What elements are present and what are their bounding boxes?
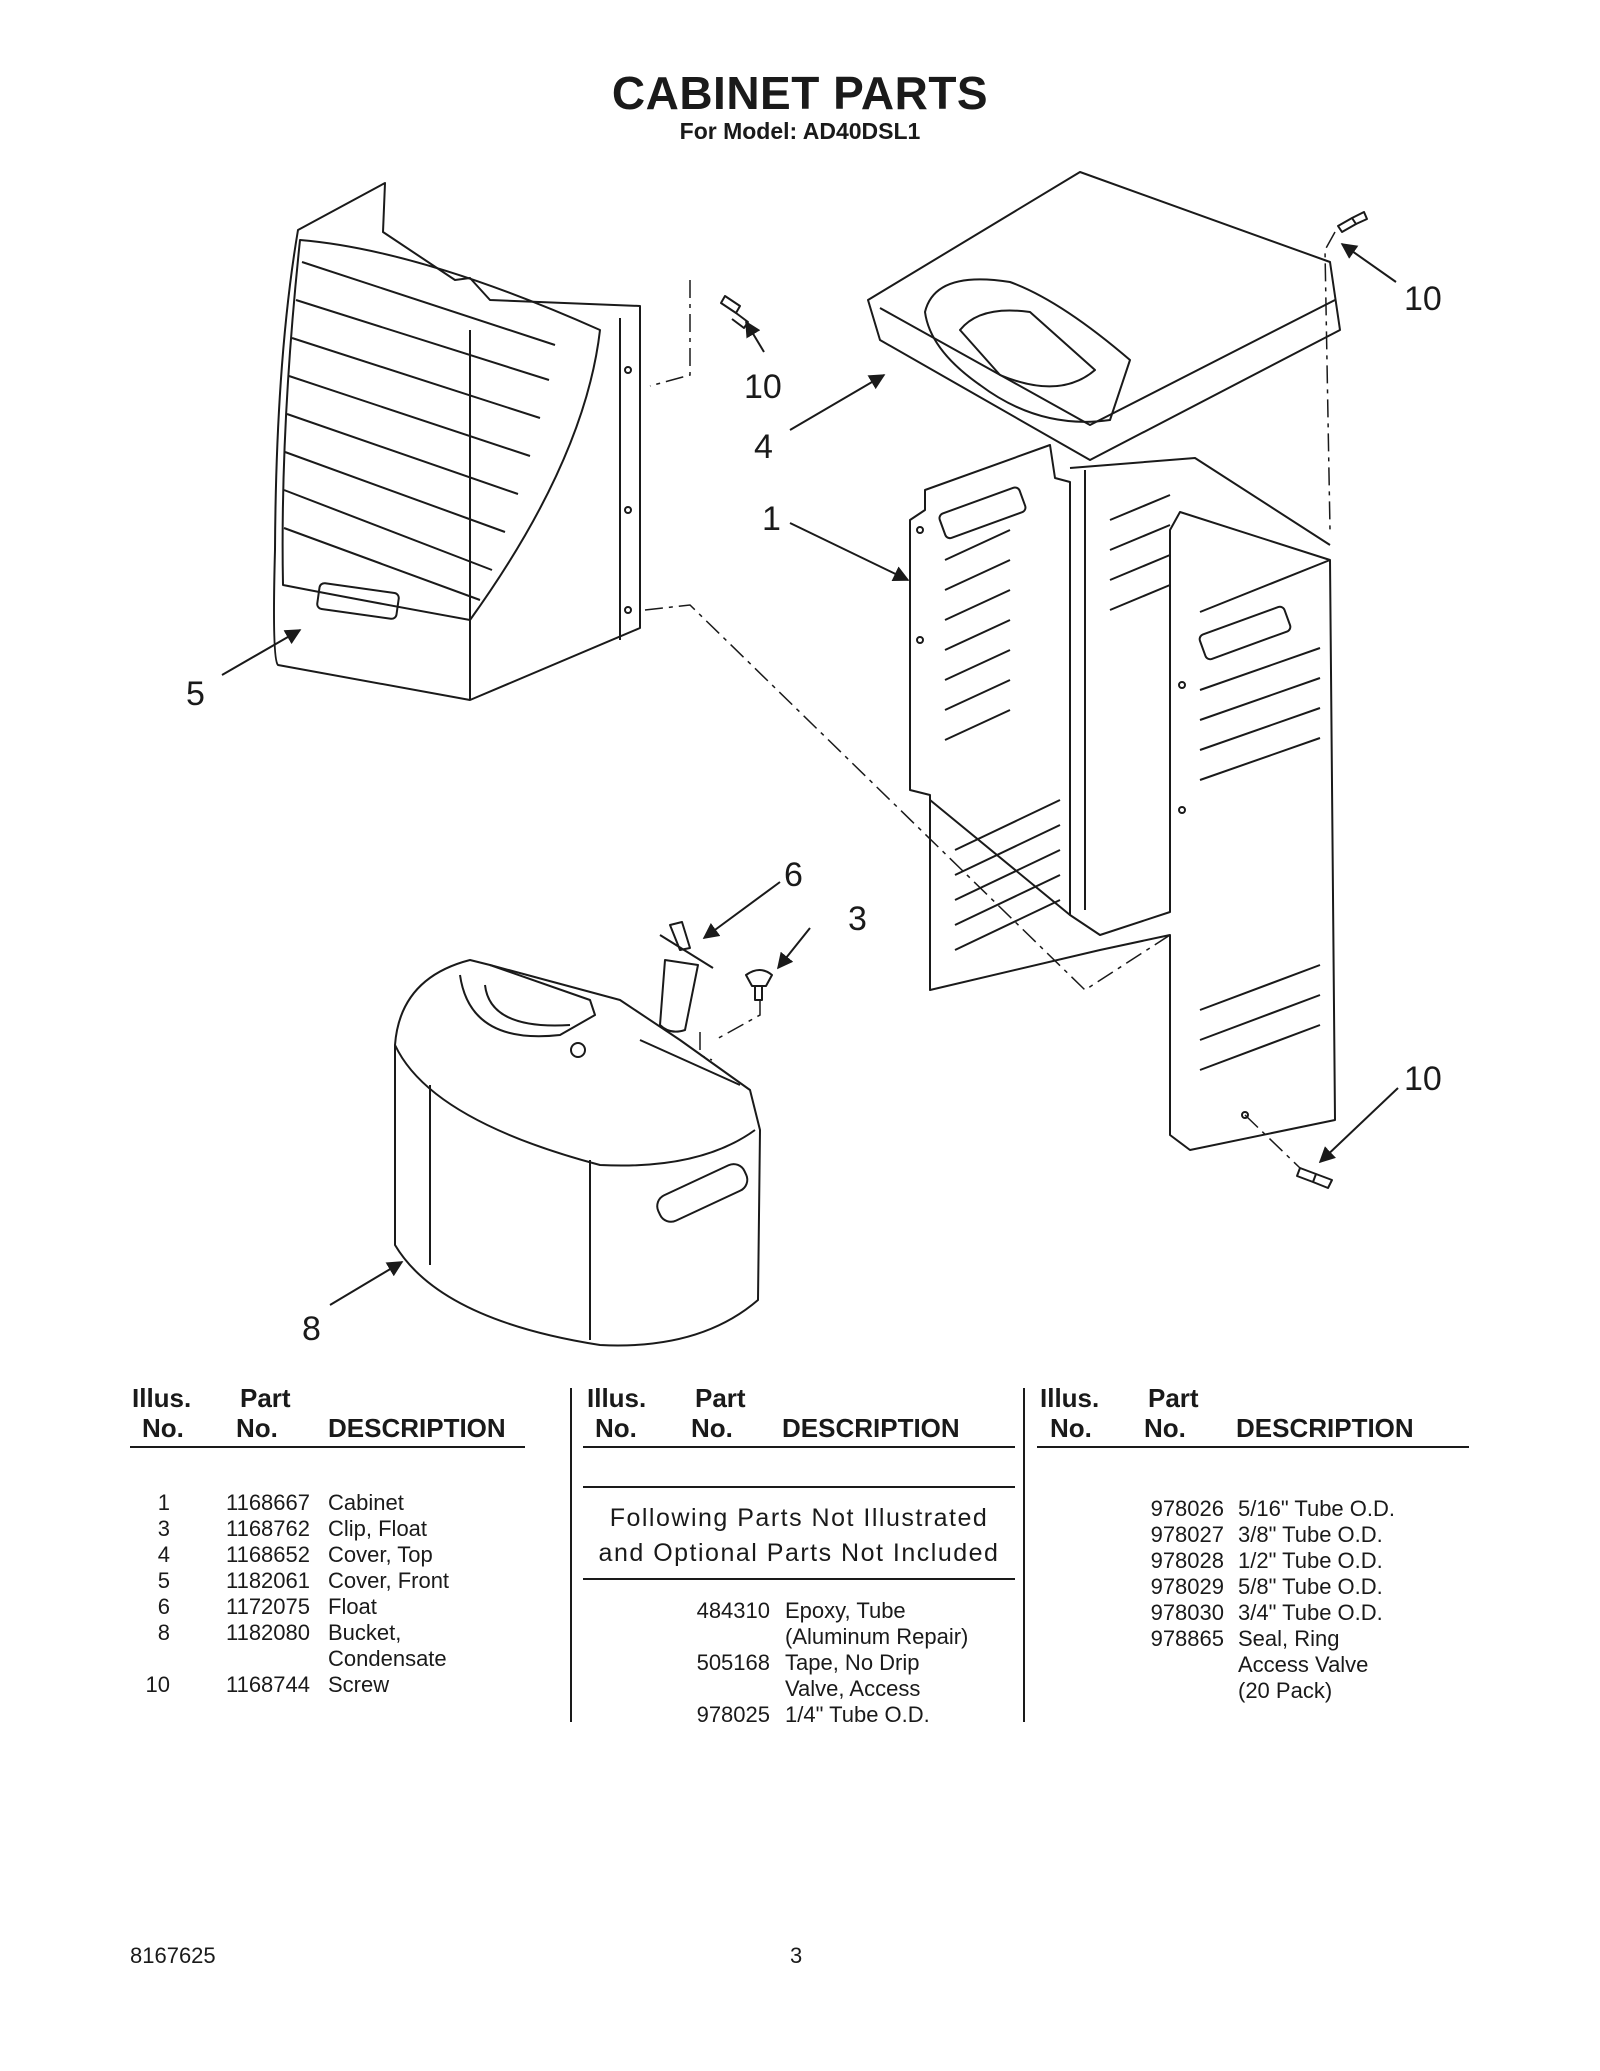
callout-5: 5: [186, 675, 205, 713]
screw-upper-right: [1337, 211, 1368, 233]
not-illustrated-note-line2: and Optional Parts Not Included: [598, 1539, 1000, 1567]
col3-illus-header: Illus. No.: [1040, 1383, 1100, 1443]
col1-description-header: DESCRIPTION: [328, 1413, 506, 1443]
col3-header-rule: [1037, 1446, 1469, 1448]
assembly-guide-lines: [644, 231, 1336, 1169]
screw-lower-right: [1296, 1167, 1333, 1189]
column-divider-1: [570, 1388, 572, 1722]
document-number: 8167625: [130, 1943, 216, 1968]
cabinet-part: [909, 444, 1336, 1151]
callout-10-bottom-right: 10: [1404, 1060, 1442, 1098]
col1-part-header: Part No.: [236, 1383, 291, 1443]
exploded-parts-diagram: 10 10 4 1 5 6 3 10 8: [186, 171, 1442, 1348]
col2-part-header: Part No.: [691, 1383, 746, 1443]
model-subtitle: For Model: AD40DSL1: [679, 118, 921, 144]
col1-illus-header: Illus. No.: [132, 1383, 192, 1443]
top-cover-part: [867, 171, 1341, 461]
col2-description-header: DESCRIPTION: [782, 1413, 960, 1443]
callout-1: 1: [762, 500, 781, 538]
col3-part-header: Part No.: [1144, 1383, 1199, 1443]
front-cover-part: [273, 182, 641, 701]
not-illustrated-note-line1: Following Parts Not Illustrated: [609, 1504, 989, 1532]
column-divider-2: [1023, 1388, 1025, 1722]
col1-header-rule: [130, 1446, 525, 1448]
callout-6: 6: [784, 856, 803, 894]
page-number: 3: [790, 1943, 803, 1968]
note-top-rule: [583, 1486, 1015, 1488]
callout-4: 4: [754, 428, 773, 466]
clip-part: [745, 969, 773, 1001]
float-part: [659, 921, 714, 1033]
col2-header-rule: [583, 1446, 1015, 1448]
col2-illus-header: Illus. No.: [587, 1383, 647, 1443]
callout-10-top-left: 10: [744, 368, 782, 406]
callout-10-top-right: 10: [1404, 280, 1442, 318]
callout-leaders: [221, 243, 1399, 1306]
screw-upper-left: [720, 295, 749, 329]
note-bottom-rule: [583, 1578, 1015, 1580]
col3-description-header: DESCRIPTION: [1236, 1413, 1414, 1443]
bucket-part: [394, 959, 761, 1347]
page-title: CABINET PARTS: [611, 67, 989, 119]
callout-8: 8: [302, 1310, 321, 1348]
callout-3: 3: [848, 900, 867, 938]
callout-labels: 10 10 4 1 5 6 3 10 8: [186, 280, 1442, 1348]
